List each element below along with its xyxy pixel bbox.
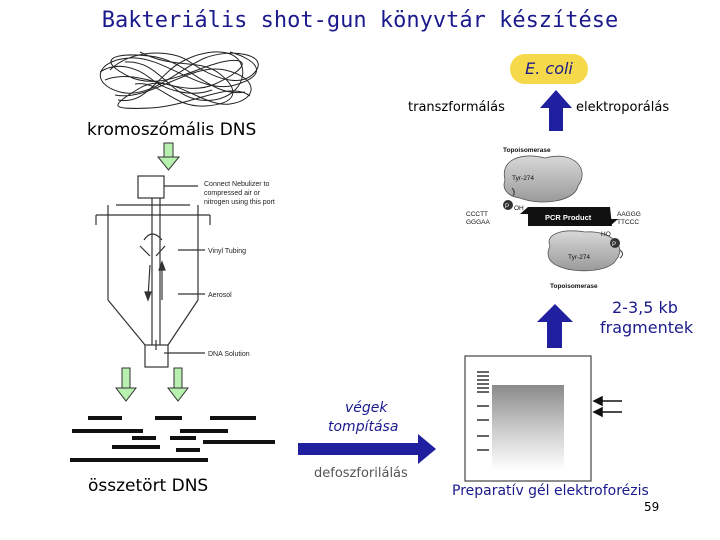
svg-text:CCCTT: CCCTT (466, 211, 488, 218)
nebulizer-drawing (95, 175, 211, 368)
topo-labels: Topoisomerase Tyr-274 P OH CCCTT GGGAA P… (466, 147, 641, 290)
svg-text:HO: HO (601, 231, 611, 238)
svg-text:DNA Solution: DNA Solution (208, 351, 250, 358)
label-transzformalas: transzformálás (408, 100, 505, 115)
label-tompitasa: tompítása (328, 419, 399, 435)
svg-text:nitrogen using this port: nitrogen using this port (204, 199, 275, 206)
dna-fragments (70, 416, 275, 462)
page-title: Bakteriális shot-gun könyvtár készítése (101, 8, 619, 33)
label-vegek: végek (345, 400, 388, 416)
label-defoszforilalas: defoszforilálás (314, 466, 408, 481)
svg-text:Tyr-274: Tyr-274 (512, 175, 534, 182)
label-kromoszomalis: kromoszómális DNS (87, 120, 257, 140)
green-arrow-down-icon-left (114, 367, 138, 402)
svg-text:compressed air or: compressed air or (204, 190, 261, 197)
svg-text:P: P (505, 204, 509, 210)
topo-schematic (503, 155, 623, 272)
label-preparativ: Preparatív gél elektroforézis (452, 483, 649, 499)
ecoli-badge: E. coli (510, 54, 588, 84)
label-osszetort: összetört DNS (88, 476, 209, 496)
chromosome-scribble (99, 51, 259, 109)
svg-text:GGGAA: GGGAA (466, 219, 491, 226)
svg-text:P: P (612, 242, 616, 248)
svg-text:PCR Product: PCR Product (545, 213, 592, 222)
svg-text:AAGGG: AAGGG (617, 211, 641, 218)
blue-arrow-up-icon-topo (540, 90, 572, 131)
label-fragment-word: fragmentek (600, 318, 694, 337)
nebulizer-labels: Connect Nebulizer to compressed air or n… (204, 181, 275, 358)
green-arrow-down-icon (156, 142, 181, 171)
gel-electrophoresis (464, 355, 622, 482)
blue-arrow-up-icon-fragments (537, 304, 573, 348)
label-fragment-size: 2-3,5 kb (612, 298, 678, 317)
svg-text:Topoisomerase: Topoisomerase (550, 283, 598, 290)
svg-text:TTCCC: TTCCC (617, 219, 639, 226)
svg-text:Topoisomerase: Topoisomerase (503, 147, 551, 154)
blue-arrow-right-icon (298, 434, 436, 464)
svg-text:Tyr-274: Tyr-274 (568, 254, 590, 261)
green-arrow-down-icon-right (166, 367, 190, 402)
svg-text:Vinyl Tubing: Vinyl Tubing (208, 248, 246, 255)
svg-text:Connect Nebulizer to: Connect Nebulizer to (204, 181, 269, 188)
svg-text:Aerosol: Aerosol (208, 292, 232, 299)
page-number: 59 (644, 500, 660, 514)
svg-text:OH: OH (514, 205, 524, 212)
label-elektroporalas: elektroporálás (576, 100, 670, 115)
